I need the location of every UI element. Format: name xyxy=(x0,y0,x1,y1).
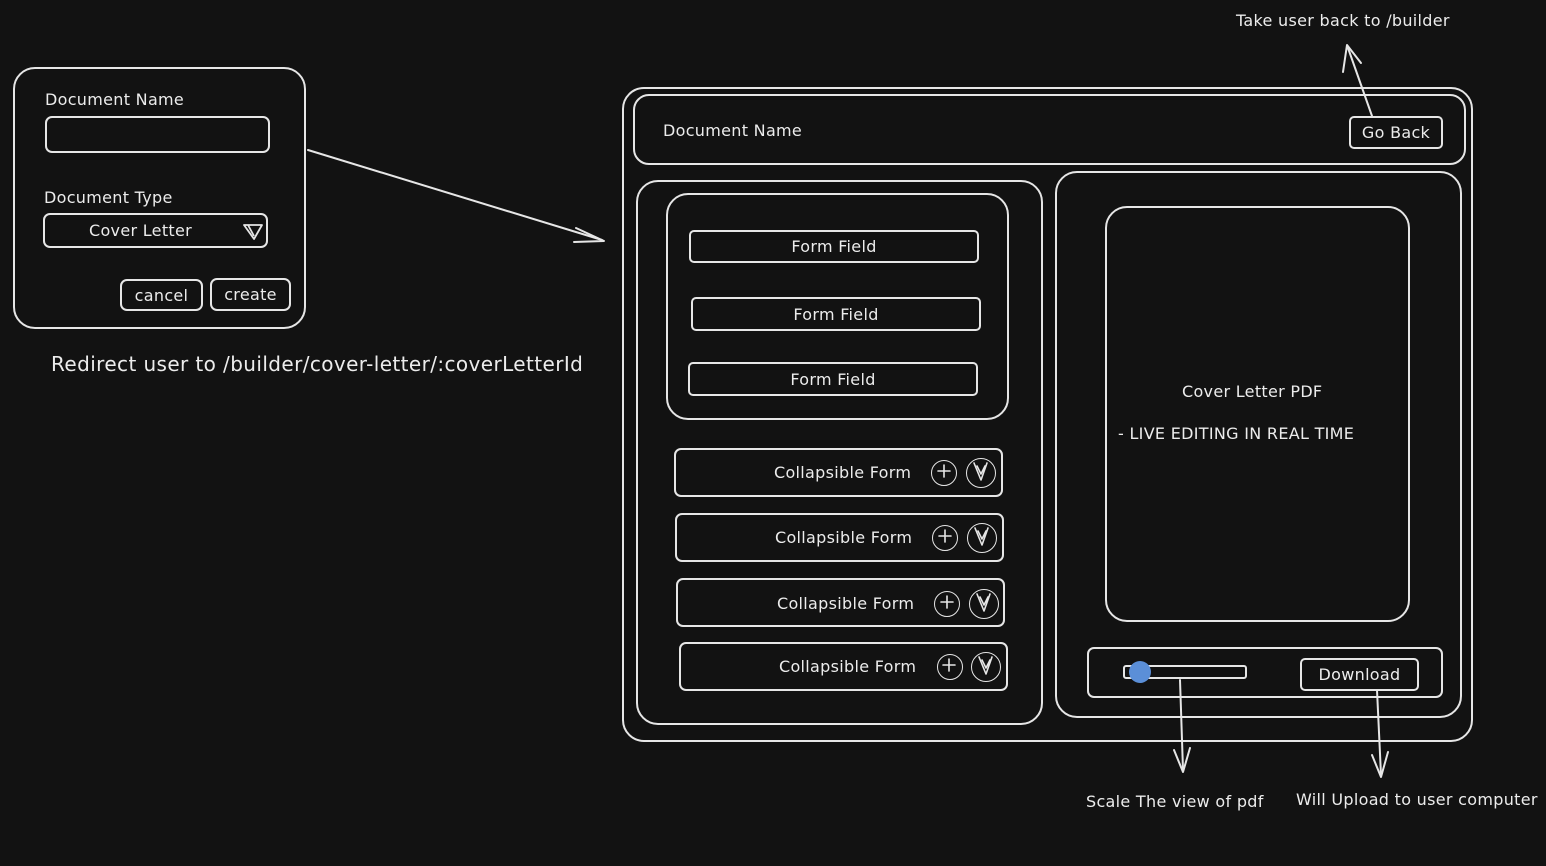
chevron-down-icon[interactable] xyxy=(971,652,1001,682)
form-field[interactable]: Form Field xyxy=(688,362,978,396)
redirect-note: Redirect user to /builder/cover-letter/:… xyxy=(51,352,584,376)
form-fields-group xyxy=(666,193,1009,420)
scale-slider[interactable] xyxy=(1123,661,1247,683)
form-panel xyxy=(636,180,1043,725)
document-type-select[interactable]: Cover Letter xyxy=(43,213,268,248)
collapsible-form[interactable]: Collapsible Form xyxy=(676,578,1005,627)
collapsible-form[interactable]: Collapsible Form xyxy=(675,513,1004,562)
go-back-button[interactable]: Go Back xyxy=(1349,116,1443,149)
cancel-button[interactable]: cancel xyxy=(120,279,203,311)
builder-page-frame xyxy=(622,87,1473,742)
download-button[interactable]: Download xyxy=(1300,658,1419,691)
collapsible-form-label: Collapsible Form xyxy=(774,463,912,482)
collapsible-form-label: Collapsible Form xyxy=(779,657,917,676)
chevron-down-icon[interactable] xyxy=(969,589,999,619)
scale-note: Scale The view of pdf xyxy=(1086,792,1264,811)
create-button[interactable]: create xyxy=(210,278,291,311)
add-icon[interactable] xyxy=(932,525,958,551)
document-name-input[interactable] xyxy=(45,116,270,153)
collapsible-form-label: Collapsible Form xyxy=(777,594,915,613)
arrowhead-icon xyxy=(1342,44,1362,73)
add-icon[interactable] xyxy=(937,654,963,680)
slider-knob[interactable] xyxy=(1129,661,1151,683)
collapsible-form[interactable]: Collapsible Form xyxy=(679,642,1008,691)
redirect-arrow xyxy=(307,149,603,241)
chevron-down-icon xyxy=(243,224,263,240)
document-name-label: Document Name xyxy=(45,90,185,109)
go-back-note: Take user back to /builder xyxy=(1236,11,1450,30)
pdf-preview-title: Cover Letter PDF xyxy=(1182,382,1323,401)
download-note: Will Upload to user computer xyxy=(1296,790,1538,809)
collapsible-form-label: Collapsible Form xyxy=(775,528,913,547)
add-icon[interactable] xyxy=(931,460,957,486)
builder-header xyxy=(633,94,1466,165)
preview-controls xyxy=(1087,647,1443,698)
document-type-value: Cover Letter xyxy=(89,221,192,240)
document-type-label: Document Type xyxy=(44,188,173,207)
chevron-down-icon[interactable] xyxy=(967,523,997,553)
pdf-preview xyxy=(1105,206,1410,622)
collapsible-form[interactable]: Collapsible Form xyxy=(674,448,1003,497)
create-document-dialog xyxy=(13,67,306,329)
add-icon[interactable] xyxy=(934,591,960,617)
header-document-name: Document Name xyxy=(663,121,803,140)
arrowhead-icon xyxy=(573,227,605,243)
arrowhead-icon xyxy=(1173,747,1191,773)
chevron-down-icon[interactable] xyxy=(966,458,996,488)
arrowhead-icon xyxy=(1371,751,1389,778)
form-field[interactable]: Form Field xyxy=(691,297,981,331)
pdf-preview-subtitle: - LIVE EDITING IN REAL TIME xyxy=(1118,424,1355,443)
preview-panel xyxy=(1055,171,1462,718)
form-field[interactable]: Form Field xyxy=(689,230,979,263)
